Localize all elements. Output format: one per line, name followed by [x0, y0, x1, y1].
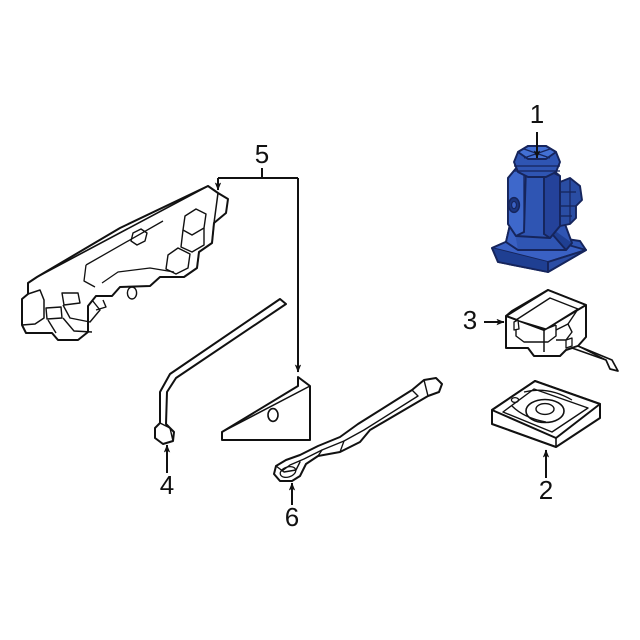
part-foam-stowage-tray: [21, 185, 229, 341]
part-divider-panel: [221, 376, 311, 441]
foam-tray-detail: [45, 208, 207, 334]
part-bottle-jack: [491, 145, 587, 273]
callout-number-4[interactable]: 4: [160, 470, 174, 500]
callout-number-5[interactable]: 5: [255, 139, 269, 169]
part-retainer-strap: [273, 377, 443, 482]
callout-number-2[interactable]: 2: [539, 475, 553, 505]
part-jack-handle-rod: [154, 298, 287, 445]
callout-number-1[interactable]: 1: [530, 99, 544, 129]
callout-number-3[interactable]: 3: [463, 305, 477, 335]
part-storage-tray: [505, 289, 619, 372]
part-cover-pad: [491, 380, 601, 448]
callout-number-6[interactable]: 6: [285, 502, 299, 532]
callout-leader-5: [214, 168, 302, 373]
